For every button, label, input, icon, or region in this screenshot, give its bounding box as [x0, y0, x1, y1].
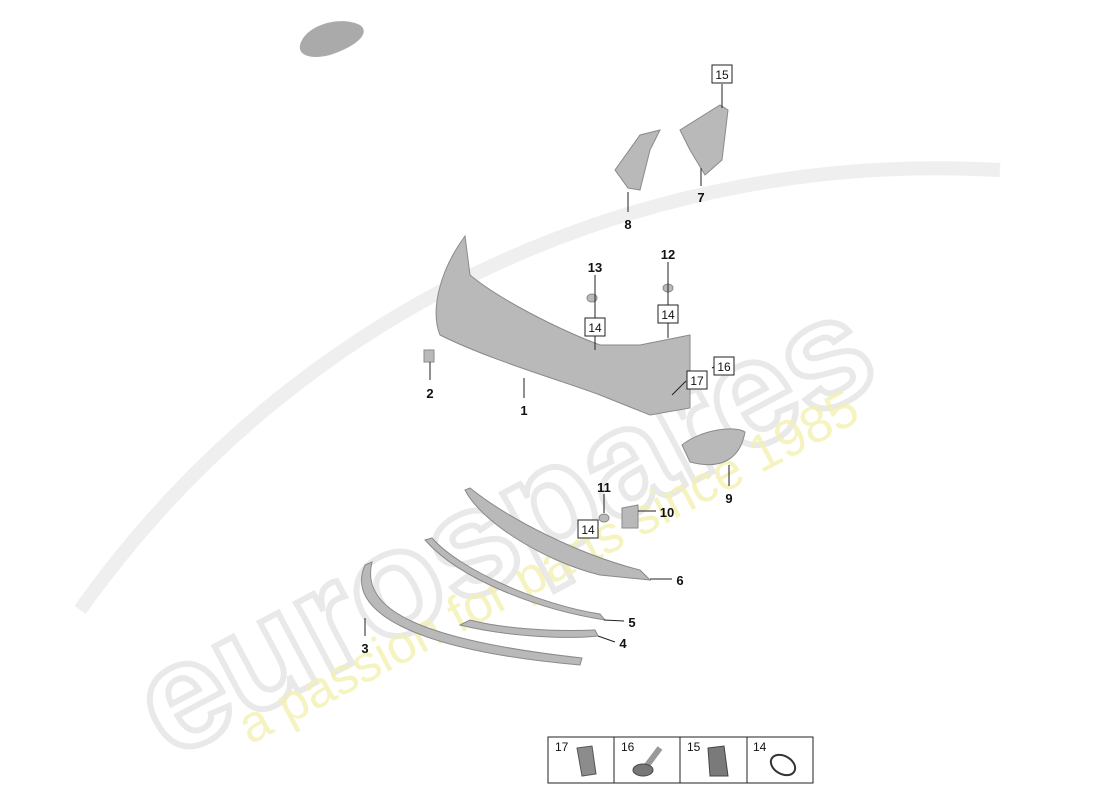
vehicle-thumbnail-icon — [299, 21, 364, 57]
legend-number: 15 — [687, 740, 701, 754]
boxed-callout-14: 14 — [588, 321, 602, 335]
legend-number: 14 — [753, 740, 767, 754]
boxed-callout-14: 14 — [581, 523, 595, 537]
boxed-callout-15: 15 — [715, 68, 729, 82]
watermark-swoosh — [74, 161, 1001, 615]
callout-6: 6 — [676, 573, 683, 588]
callout-5: 5 — [628, 615, 635, 630]
clip-part-10 — [621, 504, 639, 529]
leader-lines — [364, 84, 730, 643]
callout-8: 8 — [624, 217, 631, 232]
spoiler-insert-part — [458, 619, 599, 638]
callout-7: 7 — [697, 190, 704, 205]
bracket-left-part — [614, 129, 661, 191]
clip-nut-icon — [576, 745, 597, 777]
bracket-right-part — [679, 104, 729, 176]
o-ring-icon — [769, 753, 797, 777]
fastener-legend: 17 16 15 14 — [547, 736, 814, 784]
callout-4: 4 — [619, 636, 627, 651]
bumper-cover-part — [435, 234, 691, 416]
watermark: eurospares a passion for parts since 198… — [74, 161, 1001, 791]
callout-9: 9 — [725, 491, 732, 506]
legend-number: 16 — [621, 740, 635, 754]
callout-11: 11 — [597, 480, 611, 495]
parts — [361, 104, 746, 666]
boxed-callout-17: 17 — [690, 374, 704, 388]
callout-1: 1 — [520, 403, 527, 418]
grille-trim-part — [681, 428, 746, 466]
callout-12: 12 — [661, 247, 675, 262]
lip-part — [361, 561, 583, 666]
callout-numbers: 1 2 3 4 5 6 7 8 9 10 11 12 13 — [361, 190, 732, 656]
callout-2: 2 — [426, 386, 433, 401]
grille-part — [464, 487, 652, 581]
boxed-callout-16: 16 — [717, 360, 731, 374]
callout-boxes: 15 14 14 16 17 14 — [577, 64, 735, 539]
cage-nut-icon — [707, 745, 729, 777]
expanding-rivet-icon — [632, 746, 663, 777]
callout-3: 3 — [361, 641, 368, 656]
legend-number: 17 — [555, 740, 569, 754]
boxed-callout-14: 14 — [661, 308, 675, 322]
callout-13: 13 — [588, 260, 602, 275]
cap-part — [423, 349, 435, 363]
spoiler-upper-part — [424, 537, 607, 621]
callout-10: 10 — [660, 505, 674, 520]
clip-part-11 — [598, 513, 610, 523]
